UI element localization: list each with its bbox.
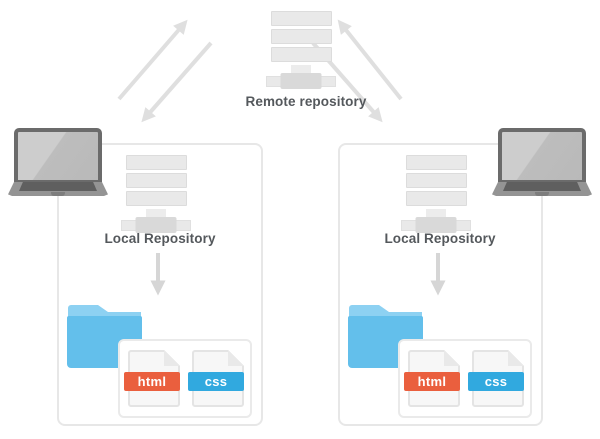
- laptop-screen: [498, 128, 586, 184]
- server-stand: [146, 209, 166, 217]
- server-stand: [426, 209, 446, 217]
- server-drive-bay: [405, 191, 467, 206]
- server-base: [121, 217, 191, 233]
- laptop-notch: [51, 192, 65, 196]
- push-arrow-right-icon: [337, 19, 403, 101]
- html-file-badge: html: [124, 372, 180, 391]
- remote-server-icon: [266, 11, 336, 89]
- laptop-screen: [14, 128, 102, 184]
- laptop-keyboard: [503, 182, 581, 191]
- server-drive-bay: [270, 11, 332, 26]
- files-card-right: html css: [398, 339, 532, 418]
- workstation-box-right: [338, 143, 543, 426]
- server-drive-bay: [405, 173, 467, 188]
- css-file-icon: css: [468, 350, 524, 407]
- workstation-box-left: [57, 143, 263, 426]
- laptop-icon-left: [8, 128, 108, 196]
- html-file-badge: html: [404, 372, 460, 391]
- css-file-icon: css: [188, 350, 244, 407]
- pull-arrow-left-icon: [141, 41, 213, 123]
- server-drive-bay: [270, 47, 332, 62]
- local-server-icon-right: [401, 155, 471, 233]
- laptop-keyboard: [19, 182, 97, 191]
- local-repository-label-right: Local Repository: [384, 231, 496, 246]
- files-card-left: html css: [118, 339, 252, 418]
- server-drive-bay: [125, 173, 187, 188]
- server-drive-bay: [405, 155, 467, 170]
- page-fold-corner: [444, 350, 460, 366]
- laptop-icon-right: [492, 128, 592, 196]
- css-file-badge: css: [468, 372, 524, 391]
- html-file-icon: html: [124, 350, 180, 407]
- server-drive-bay: [125, 155, 187, 170]
- server-base: [401, 217, 471, 233]
- server-drive-bay: [125, 191, 187, 206]
- local-server-icon-left: [121, 155, 191, 233]
- css-file-badge: css: [188, 372, 244, 391]
- push-arrow-left-icon: [117, 19, 188, 101]
- html-file-icon: html: [404, 350, 460, 407]
- server-stand: [291, 65, 311, 73]
- remote-repository-label: Remote repository: [245, 94, 367, 109]
- local-repository-label-left: Local Repository: [104, 231, 216, 246]
- page-fold-corner: [228, 350, 244, 366]
- page-fold-corner: [164, 350, 180, 366]
- page-fold-corner: [508, 350, 524, 366]
- server-drive-bay: [270, 29, 332, 44]
- laptop-notch: [535, 192, 549, 196]
- server-base: [266, 73, 336, 89]
